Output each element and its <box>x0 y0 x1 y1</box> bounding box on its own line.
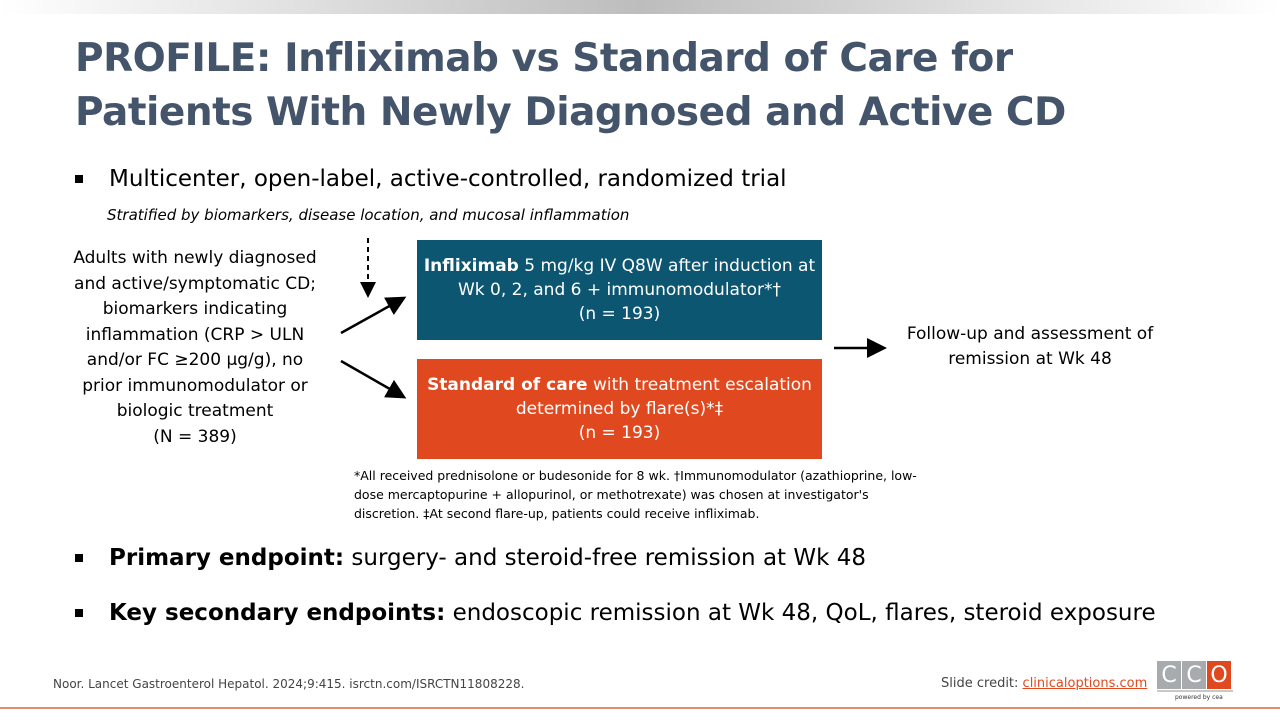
credit-link[interactable]: clinicaloptions.com <box>1022 676 1148 691</box>
secondary-text: endoscopic remission at Wk 48, QoL, flar… <box>445 600 1156 626</box>
bullet-icon <box>75 554 83 562</box>
bottom-divider <box>0 707 1280 709</box>
citation: Noor. Lancet Gastroenterol Hepatol. 2024… <box>53 677 525 691</box>
bullet-primary-endpoint: Primary endpoint: surgery- and steroid-f… <box>75 545 866 571</box>
population-description: Adults with newly diagnosed and active/s… <box>70 246 320 450</box>
arm2-name: Standard of care <box>427 375 588 395</box>
arrow-to-soc <box>340 359 407 399</box>
population-text: Adults with newly diagnosed and active/s… <box>73 248 317 421</box>
slide-credit: Slide credit: clinicaloptions.com <box>941 676 1147 691</box>
arrow-to-infliximab <box>340 296 407 335</box>
arm2-text: with treatment escalation determined by … <box>515 375 812 419</box>
slide-title: PROFILE: Infliximab vs Standard of Care … <box>75 36 1066 135</box>
bullet-text: Multicenter, open-label, active-controll… <box>109 166 787 192</box>
soc-arm-box: Standard of care with treatment escalati… <box>417 359 822 459</box>
population-n: (N = 389) <box>153 426 237 447</box>
logo-underline <box>1157 690 1233 692</box>
arm2-n: (n = 193) <box>578 423 661 443</box>
top-gradient-bar <box>0 0 1280 14</box>
bullet-secondary-endpoints: Key secondary endpoints: endoscopic remi… <box>75 600 1156 626</box>
bullet-icon <box>75 175 83 183</box>
infliximab-arm-box: Infliximab 5 mg/kg IV Q8W after inductio… <box>417 240 822 340</box>
footnote: *All received prednisolone or budesonide… <box>354 468 917 521</box>
arm1-text: 5 mg/kg IV Q8W after induction at Wk 0, … <box>457 256 816 300</box>
credit-label: Slide credit: <box>941 676 1023 691</box>
primary-label: Primary endpoint: <box>109 545 345 571</box>
followup-text: Follow-up and assessment of remission at… <box>906 324 1154 369</box>
arm1-n: (n = 193) <box>578 304 661 324</box>
primary-text: surgery- and steroid-free remission at W… <box>344 545 867 571</box>
bullet-design: Multicenter, open-label, active-controll… <box>75 166 787 192</box>
logo-tagline: powered by cea <box>1175 694 1223 701</box>
secondary-label: Key secondary endpoints: <box>109 600 446 626</box>
logo-letter: O <box>1207 661 1231 689</box>
stratification-note: Stratified by biomarkers, disease locati… <box>107 206 630 224</box>
logo-letter: C <box>1157 661 1181 689</box>
bullet-icon <box>75 609 83 617</box>
arm1-name: Infliximab <box>423 256 519 276</box>
logo-letter: C <box>1182 661 1206 689</box>
